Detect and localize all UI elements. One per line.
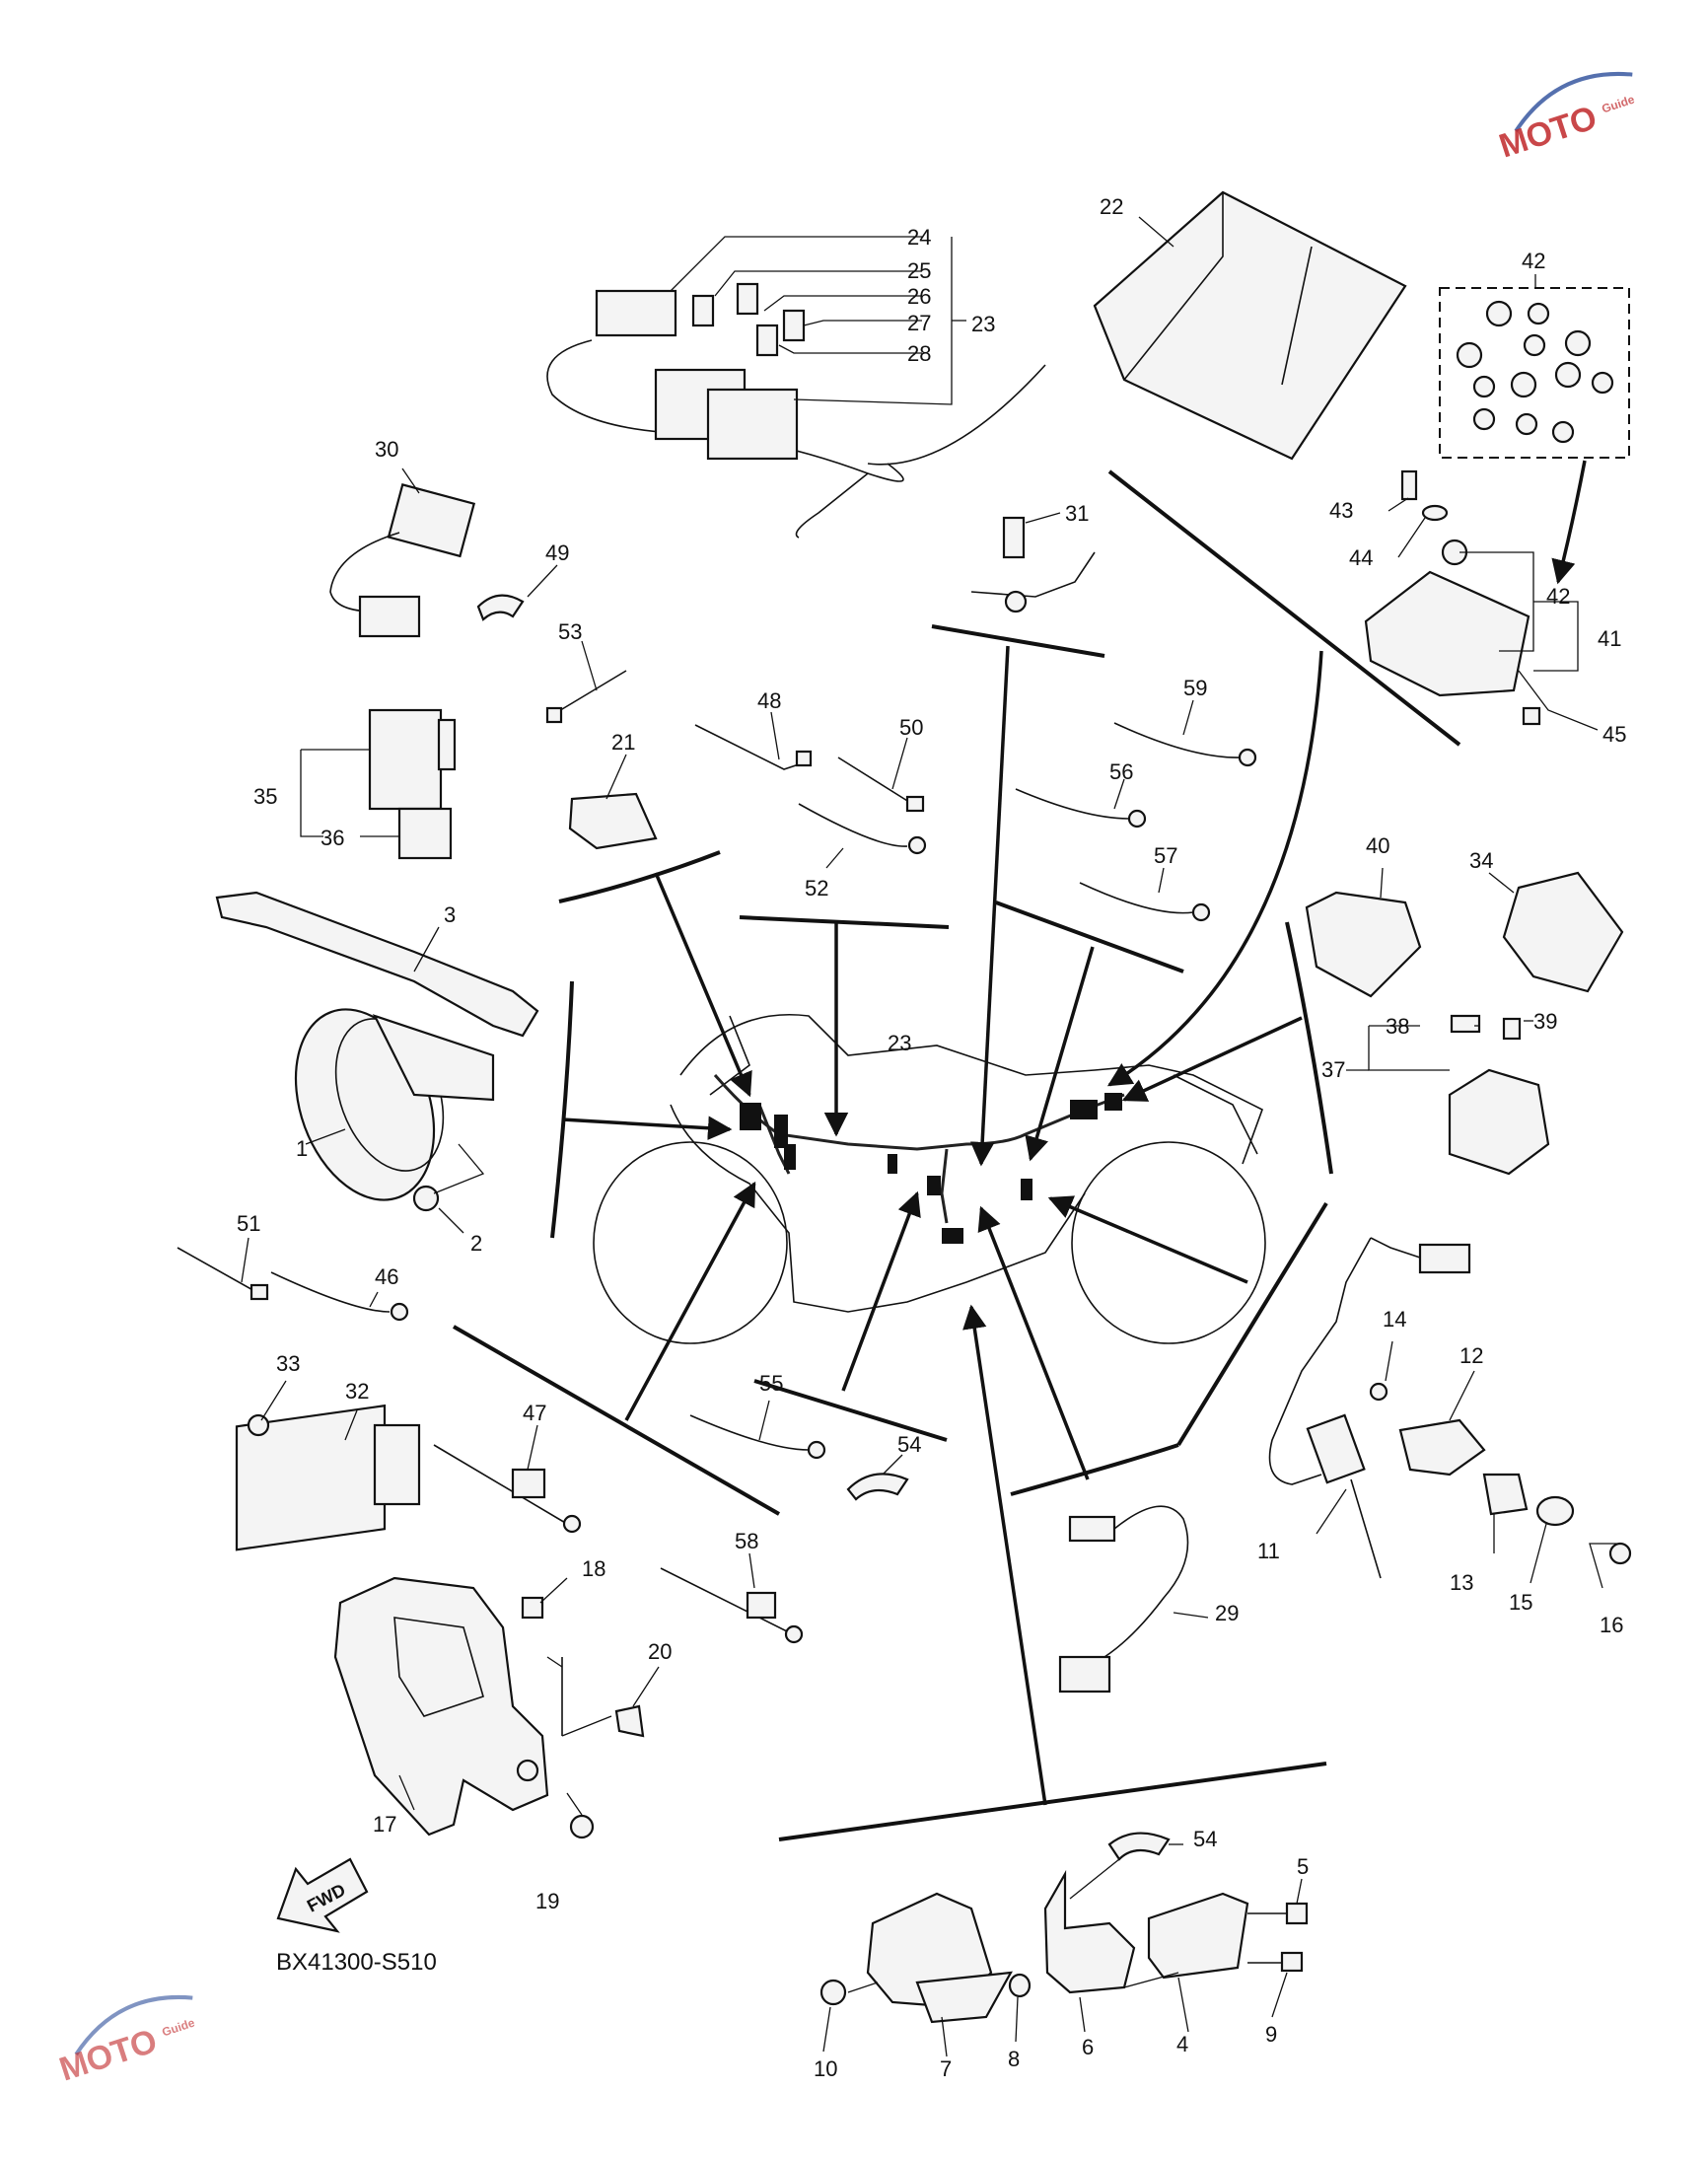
callout-41: 41 xyxy=(1598,626,1621,651)
cable-ties-top xyxy=(545,640,1257,922)
callout-39: 39 xyxy=(1533,1009,1557,1034)
relay-cover-21 xyxy=(568,754,658,850)
fwd-arrow-icon: FWD xyxy=(276,1857,369,1933)
callout-36: 36 xyxy=(320,826,344,850)
callout-43: 43 xyxy=(1329,498,1353,523)
sensor-lead-29 xyxy=(1058,1505,1209,1694)
callout-42-side: 42 xyxy=(1546,584,1570,609)
callout-4: 4 xyxy=(1176,2032,1188,2056)
ecu-bracket-17 xyxy=(333,1576,660,1839)
clamps-bottom-left xyxy=(433,1400,909,1644)
callout-19: 19 xyxy=(535,1889,559,1913)
callout-26: 26 xyxy=(907,284,931,309)
watermark-top: MOTO Guide xyxy=(1495,71,1637,166)
callout-17: 17 xyxy=(373,1812,396,1837)
callout-47: 47 xyxy=(523,1401,546,1425)
wire-harness-main xyxy=(713,1074,1125,1244)
callout-12: 12 xyxy=(1459,1343,1483,1368)
callout-9: 9 xyxy=(1265,2022,1277,2047)
callout-20: 20 xyxy=(648,1639,672,1664)
callout-38: 38 xyxy=(1386,1014,1409,1039)
sensor-lead-30 xyxy=(329,468,558,638)
callout-16: 16 xyxy=(1600,1613,1623,1637)
sensor-bracket-bottom xyxy=(819,1832,1309,2057)
callout-34: 34 xyxy=(1469,848,1493,873)
callout-22: 22 xyxy=(1100,194,1123,219)
callout-numbers: 1 2 3 4 5 6 7 8 9 10 11 12 13 14 15 16 1… xyxy=(237,194,1626,2081)
callout-11: 11 xyxy=(1257,1539,1280,1563)
callout-54-bottom: 54 xyxy=(1193,1827,1217,1851)
watermark-subtext: Guide xyxy=(161,2016,197,2040)
callout-42-top: 42 xyxy=(1522,249,1545,273)
callout-44: 44 xyxy=(1349,545,1373,570)
callout-27: 27 xyxy=(907,311,931,335)
callout-1: 1 xyxy=(296,1136,308,1161)
callout-45: 45 xyxy=(1602,722,1626,747)
callout-48: 48 xyxy=(757,688,781,713)
watermark-subtext: Guide xyxy=(1601,93,1637,116)
callout-50: 50 xyxy=(899,715,923,740)
callout-37: 37 xyxy=(1321,1057,1345,1082)
horn-1 xyxy=(294,1008,495,1234)
callout-23-center: 23 xyxy=(888,1031,911,1055)
callout-40: 40 xyxy=(1366,833,1389,858)
horn-bracket-3 xyxy=(215,891,539,1038)
callout-13: 13 xyxy=(1450,1570,1473,1595)
cable-ties-left xyxy=(177,1237,409,1322)
callout-57: 57 xyxy=(1154,843,1177,868)
relay-35 xyxy=(300,708,457,860)
regulator-32 xyxy=(235,1380,421,1551)
callout-30: 30 xyxy=(375,437,398,462)
watermark-bottom: MOTO Guide xyxy=(55,1994,197,2089)
callout-58: 58 xyxy=(735,1529,758,1553)
battery-22 xyxy=(1093,190,1407,461)
callout-3: 3 xyxy=(444,902,456,927)
fuse-box-assembly xyxy=(546,236,1046,539)
callout-18: 18 xyxy=(582,1556,605,1581)
watermark-text: MOTO xyxy=(1495,99,1601,165)
callout-15: 15 xyxy=(1509,1590,1532,1615)
callout-25: 25 xyxy=(907,258,931,283)
callout-arrows xyxy=(561,645,1323,1806)
callout-56: 56 xyxy=(1109,759,1133,784)
callout-35: 35 xyxy=(253,784,277,809)
callout-52: 52 xyxy=(805,876,828,901)
bolt-31 xyxy=(970,512,1096,613)
callout-59: 59 xyxy=(1183,676,1207,700)
callout-5: 5 xyxy=(1297,1854,1309,1879)
callout-33: 33 xyxy=(276,1351,300,1376)
callout-7: 7 xyxy=(940,2056,952,2081)
callout-51: 51 xyxy=(237,1211,260,1236)
callout-21: 21 xyxy=(611,730,635,755)
callout-49: 49 xyxy=(545,540,569,565)
callout-2: 2 xyxy=(470,1231,482,1256)
watermark-text: MOTO xyxy=(55,2022,162,2088)
callout-31: 31 xyxy=(1065,501,1089,526)
starter-relay-37 xyxy=(1305,867,1624,1176)
callout-55: 55 xyxy=(759,1371,783,1396)
nut-set-42 xyxy=(1439,274,1630,585)
group-divider-lines xyxy=(453,469,1461,1841)
callout-28: 28 xyxy=(907,341,931,366)
callout-46: 46 xyxy=(375,1264,398,1289)
callout-8: 8 xyxy=(1008,2047,1020,2071)
callout-10: 10 xyxy=(814,2056,837,2081)
regulator-41 xyxy=(1364,469,1599,731)
callout-53: 53 xyxy=(558,619,582,644)
callout-14: 14 xyxy=(1383,1307,1406,1332)
callout-6: 6 xyxy=(1082,2035,1094,2059)
callout-32: 32 xyxy=(345,1379,369,1404)
callout-29: 29 xyxy=(1215,1601,1239,1625)
callout-54-mid: 54 xyxy=(897,1432,921,1457)
callout-23-top: 23 xyxy=(971,312,995,336)
diagram-code: BX41300-S510 xyxy=(276,1949,437,1976)
callout-24: 24 xyxy=(907,225,931,250)
speed-sensor-11 xyxy=(1268,1237,1632,1589)
